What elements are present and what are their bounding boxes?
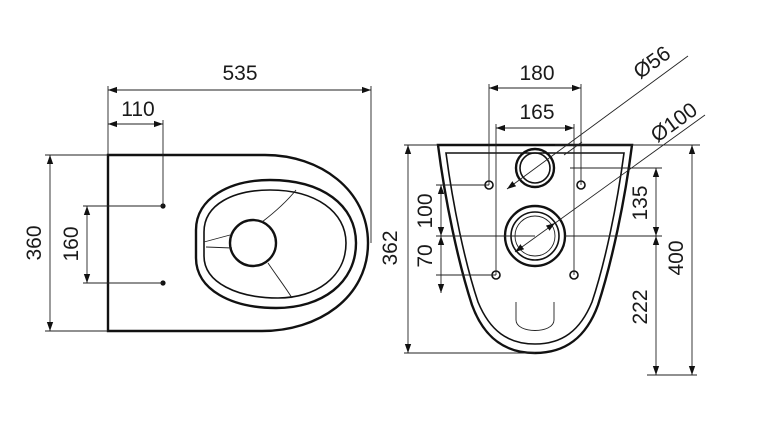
dim-height-135: 135 <box>629 185 652 220</box>
bowl-basin <box>203 189 347 299</box>
dim-height-400: 400 <box>665 240 688 275</box>
bowl-rim <box>194 178 358 310</box>
seat-slot <box>515 302 555 331</box>
top-view: 535 110 360 160 <box>23 62 372 333</box>
dim-bolt-offset: 110 <box>121 98 154 121</box>
dim-overall-length: 535 <box>222 62 257 85</box>
body-outline <box>436 143 634 355</box>
dim-height-70: 70 <box>414 244 437 267</box>
dim-inlet-diameter: Ø56 <box>629 42 675 84</box>
bowl-outline <box>106 153 370 333</box>
flush-line <box>267 262 293 299</box>
body-inner <box>445 152 625 345</box>
dim-height-222: 222 <box>629 289 652 324</box>
dim-overall-width: 360 <box>23 225 46 260</box>
dim-bolt-spacing: 160 <box>60 226 83 261</box>
front-view: 180 165 Ø56 Ø100 362 100 70 135 222 <box>379 42 706 376</box>
drain-hole <box>228 218 278 268</box>
dim-projection: 362 <box>379 230 402 265</box>
inlet-pipe-inner <box>519 152 551 184</box>
flush-line <box>261 189 297 223</box>
flush-line <box>203 234 231 243</box>
dim-bolt-spacing-top: 180 <box>519 62 554 85</box>
inlet-pipe <box>514 147 556 189</box>
dim-bolt-spacing-inner: 165 <box>519 101 554 124</box>
dim-outlet-diameter: Ø100 <box>647 98 702 147</box>
dim-height-100: 100 <box>414 193 437 228</box>
flush-line <box>205 246 233 249</box>
